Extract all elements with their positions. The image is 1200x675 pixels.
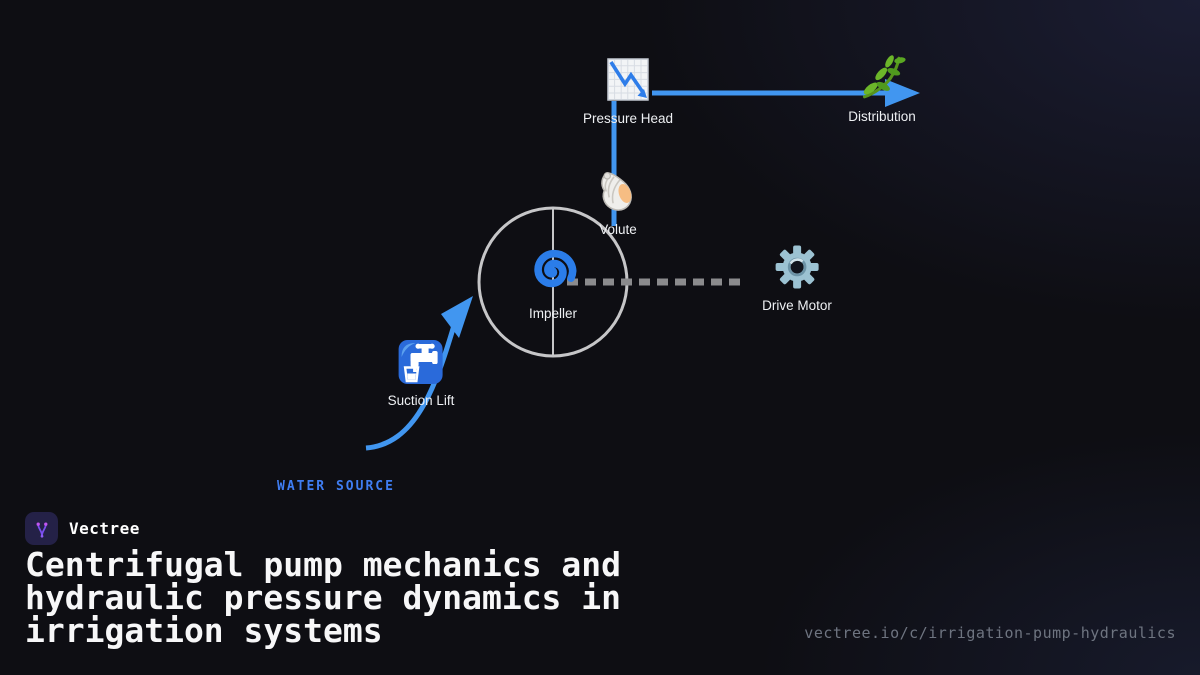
page-title: Centrifugal pump mechanics and hydraulic…	[25, 545, 622, 650]
node-drive-motor: Drive Motor	[762, 243, 832, 313]
potable-water-icon	[398, 340, 443, 384]
node-label: Impeller	[528, 306, 577, 321]
water-source-arrowhead-icon	[441, 296, 473, 338]
node-suction-lift: Suction Lift	[387, 338, 455, 408]
chart-decreasing-icon	[607, 58, 649, 101]
node-label: Pressure Head	[582, 111, 674, 126]
node-label: Suction Lift	[387, 393, 455, 408]
water-source-label: WATER SOURCE	[277, 479, 395, 494]
page-url: vectree.io/c/irrigation-pump-hydraulics	[804, 624, 1176, 642]
water-source-arrow-line	[365, 321, 458, 451]
node-distribution: Distribution	[848, 52, 916, 124]
node-label: Volute	[599, 222, 637, 237]
cyclone-icon	[534, 249, 577, 288]
node-label: Drive Motor	[762, 298, 832, 313]
brand-name: Vectree	[69, 519, 140, 538]
node-impeller: Impeller	[527, 245, 579, 321]
node-pressure-head: Pressure Head	[583, 56, 673, 126]
herb-icon	[862, 55, 906, 99]
spiral-shell-icon	[601, 172, 632, 211]
distribution-arrowhead-icon	[885, 79, 920, 107]
node-volute: Volute	[595, 168, 642, 237]
vector-branch-icon	[36, 522, 47, 538]
brand-row: Vectree	[25, 512, 140, 545]
node-label: Distribution	[848, 109, 916, 124]
vectree-logo	[25, 512, 58, 545]
gear-icon	[775, 245, 819, 289]
